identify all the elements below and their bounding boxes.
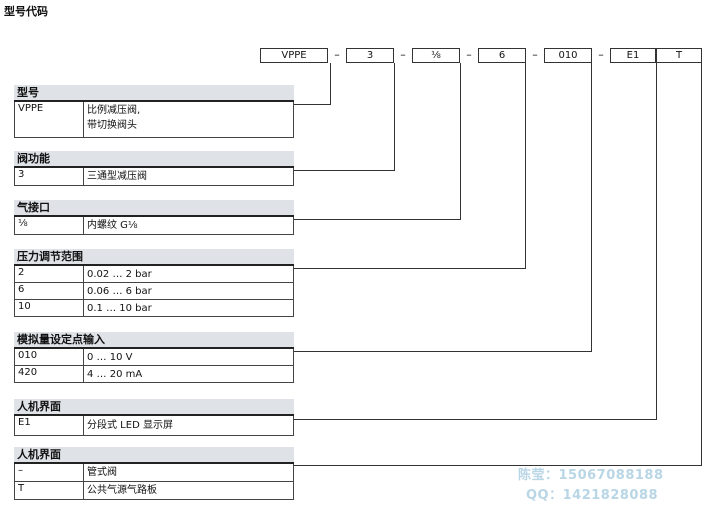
table-row: – 管式阀 <box>14 464 294 482</box>
table-row: ⅛ 内螺纹 G⅛ <box>14 217 294 235</box>
row-desc: 三通型减压阀 <box>87 171 147 182</box>
row-desc: 管式阀 <box>87 467 117 478</box>
code-box-port: ⅛ <box>412 48 460 63</box>
leader-line-valve-function <box>294 63 395 171</box>
row-code: 420 <box>18 367 38 378</box>
section-base: 人机界面 – 管式阀 T 公共气源气路板 <box>14 447 294 500</box>
row-desc: 0 … 10 V <box>87 352 133 363</box>
code-dash: – <box>466 48 472 61</box>
watermark-contact: 陈莹：15067088188 <box>518 468 664 483</box>
section-title: 模拟量设定点输入 <box>14 332 294 349</box>
row-code: VPPE <box>18 103 44 114</box>
row-desc: 内螺纹 G⅛ <box>87 220 138 231</box>
row-code: T <box>18 483 25 494</box>
section-title: 人机界面 <box>14 447 294 464</box>
code-box-hmi: E1 <box>610 48 656 63</box>
section-title: 人机界面 <box>14 399 294 416</box>
row-code: – <box>18 465 23 476</box>
table-row: E1 分段式 LED 显示屏 <box>14 416 294 436</box>
code-dash: – <box>598 48 604 61</box>
section-title: 气接口 <box>14 200 294 217</box>
table-row: VPPE 比例减压阀, 带切换阀头 <box>14 102 294 138</box>
row-desc: 0.02 … 2 bar <box>87 269 152 280</box>
leader-line-base <box>294 63 702 466</box>
section-port: 气接口 ⅛ 内螺纹 G⅛ <box>14 200 294 235</box>
section-setpoint-input: 模拟量设定点输入 010 0 … 10 V 420 4 … 20 mA <box>14 332 294 383</box>
row-code: 10 <box>18 301 31 312</box>
leader-line-pressure-range <box>294 63 526 269</box>
row-code: 3 <box>18 169 25 180</box>
table-row: T 公共气源气路板 <box>14 482 294 500</box>
row-desc: 分段式 LED 显示屏 <box>87 420 173 431</box>
row-code: ⅛ <box>18 218 28 229</box>
section-pressure-range: 压力调节范围 2 0.02 … 2 bar 6 0.06 … 6 bar 10 … <box>14 249 294 317</box>
row-desc: 比例减压阀, <box>87 105 141 116</box>
row-desc: 4 … 20 mA <box>87 369 143 380</box>
table-row: 010 0 … 10 V <box>14 349 294 366</box>
section-valve-function: 阀功能 3 三通型减压阀 <box>14 151 294 186</box>
row-desc: 0.06 … 6 bar <box>87 286 152 297</box>
table-row: 10 0.1 … 10 bar <box>14 300 294 317</box>
code-box-type: VPPE <box>260 48 328 63</box>
table-row: 3 三通型减压阀 <box>14 168 294 186</box>
row-code: 6 <box>18 284 25 295</box>
row-code: 010 <box>18 350 38 361</box>
section-title: 型号 <box>14 85 294 102</box>
table-row: 6 0.06 … 6 bar <box>14 283 294 300</box>
row-desc: 0.1 … 10 bar <box>87 303 152 314</box>
row-code: 2 <box>18 267 25 278</box>
leader-line-port <box>294 63 461 220</box>
code-dash: – <box>400 48 406 61</box>
table-row: 2 0.02 … 2 bar <box>14 266 294 283</box>
section-title: 阀功能 <box>14 151 294 168</box>
code-box-pressure-range: 6 <box>478 48 526 63</box>
code-dash: – <box>334 48 340 61</box>
code-box-base: T <box>656 48 702 63</box>
section-hmi: 人机界面 E1 分段式 LED 显示屏 <box>14 399 294 436</box>
code-dash: – <box>532 48 538 61</box>
row-desc: 带切换阀头 <box>87 120 137 131</box>
leader-line-setpoint-input <box>294 63 592 352</box>
row-code: E1 <box>18 417 31 428</box>
table-row: 420 4 … 20 mA <box>14 366 294 383</box>
code-box-setpoint-input: 010 <box>544 48 592 63</box>
row-desc: 公共气源气路板 <box>87 485 157 496</box>
leader-line-type <box>294 63 331 105</box>
watermark-qq: QQ：1421828088 <box>526 488 659 503</box>
code-box-valve-function: 3 <box>346 48 394 63</box>
section-title: 压力调节范围 <box>14 249 294 266</box>
section-type: 型号 VPPE 比例减压阀, 带切换阀头 <box>14 85 294 138</box>
page-title: 型号代码 <box>4 5 48 18</box>
leader-line-hmi <box>294 63 657 420</box>
